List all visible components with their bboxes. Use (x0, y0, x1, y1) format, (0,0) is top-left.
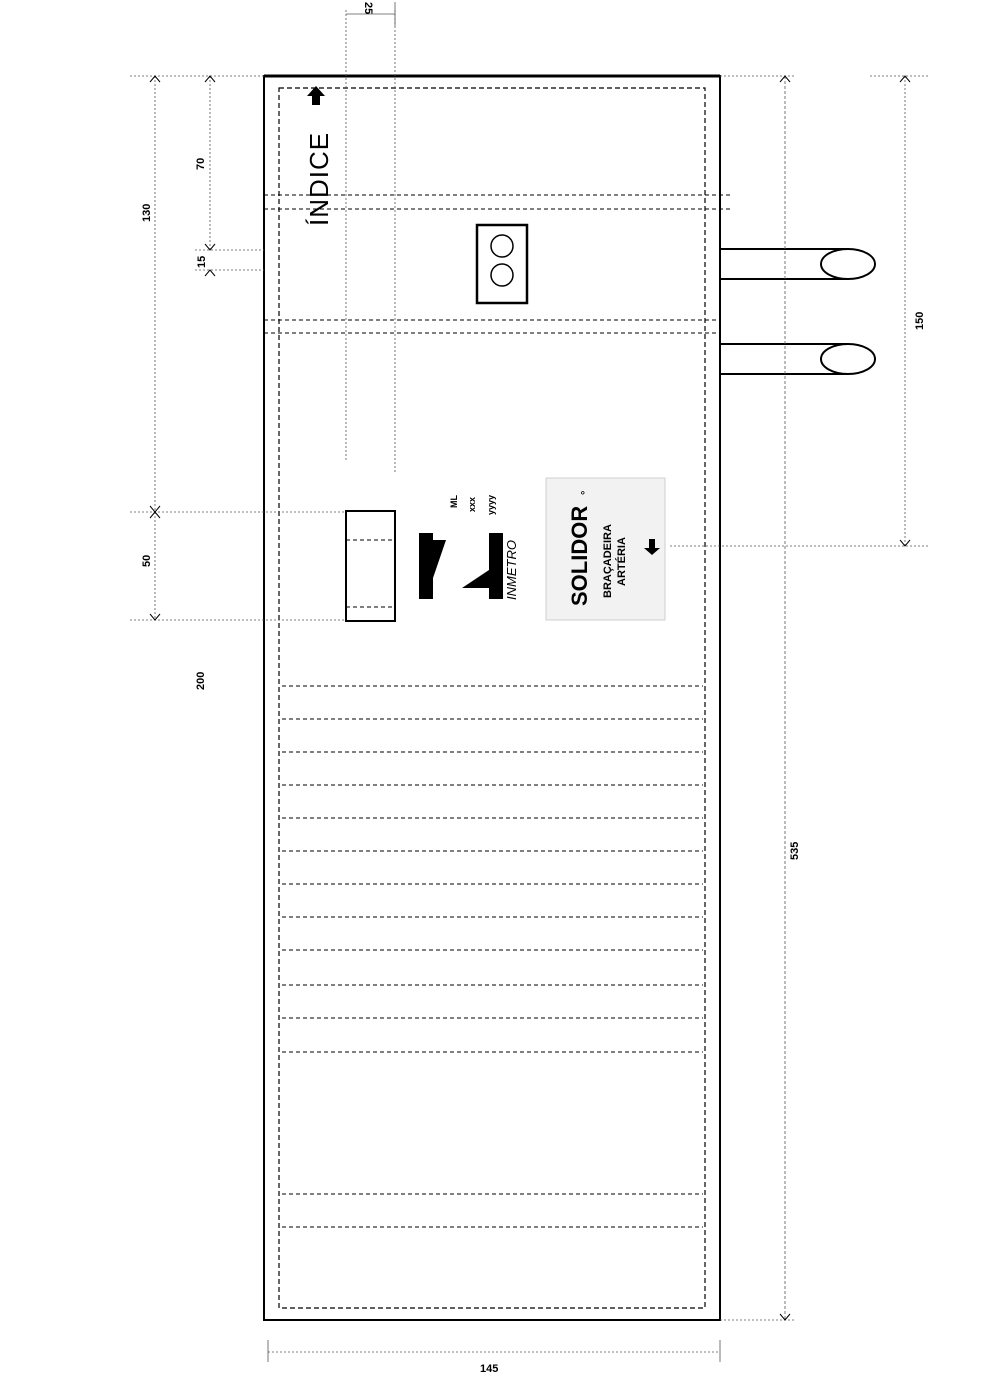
section-dash-lines (264, 194, 730, 334)
dim-tube-spacing: 150 (914, 312, 926, 330)
hook-tab (345, 510, 396, 622)
brand-name: SOLIDOR (567, 506, 592, 606)
dimension-ticks (149, 75, 911, 1321)
cert-ml: ML (449, 495, 459, 508)
dim-top-section: 130 (141, 204, 153, 222)
tube-connector (475, 223, 529, 305)
dim-label-height: 50 (141, 555, 153, 567)
dim-tab-width: 25 (362, 2, 374, 14)
stitch-lines (282, 685, 703, 1228)
cert-yyyy: yyyy (486, 495, 496, 515)
tubes (720, 248, 876, 375)
dim-total-length: 535 (789, 842, 801, 860)
dimension-lines (130, 2, 930, 1362)
brand-subtitle-1: BRAÇADEIRA (602, 524, 614, 598)
dim-index-gap: 15 (196, 256, 208, 268)
brand-mark: ° (580, 491, 592, 495)
inmetro-logo-icon (419, 533, 503, 599)
brand-subtitle-2: ARTÉRIA (615, 537, 628, 586)
arrow-up-icon (307, 86, 325, 105)
cuff-body (263, 74, 721, 1321)
cert-xxx: xxx (467, 497, 477, 512)
index-label: ÍNDICE (304, 132, 334, 226)
arrow-down-icon (644, 539, 660, 555)
dim-lower-section: 200 (195, 672, 207, 690)
index-marking: ÍNDICE (304, 86, 334, 226)
inmetro-label: INMETRO (504, 540, 519, 600)
brand-label: SOLIDOR ° BRAÇADEIRA ARTÉRIA (545, 477, 666, 621)
dim-index-length: 70 (195, 158, 207, 170)
dim-width: 145 (480, 1363, 498, 1374)
